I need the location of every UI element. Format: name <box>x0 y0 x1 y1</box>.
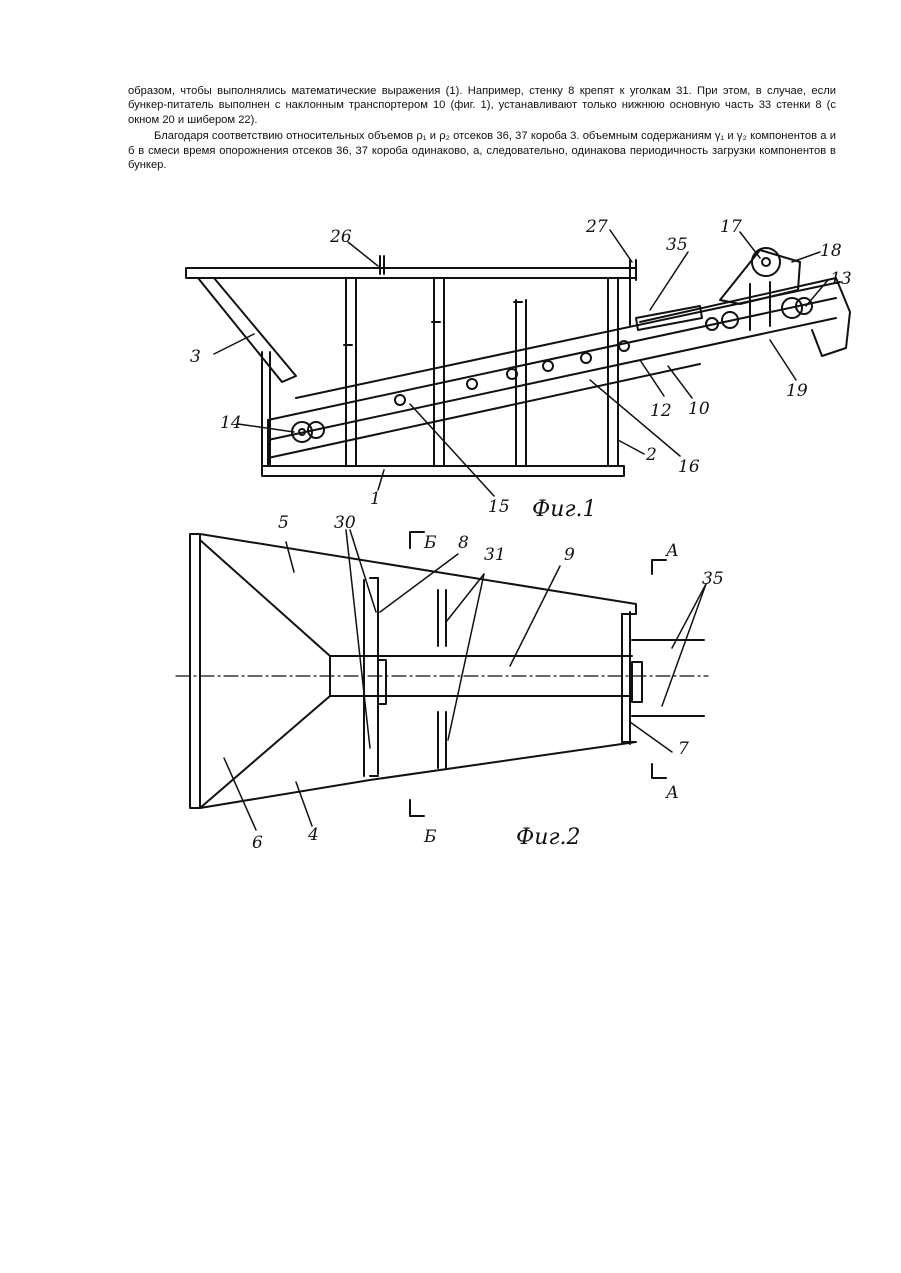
label-14: 14 <box>220 413 242 433</box>
body-text: образом, чтобы выполнялись математически… <box>128 84 836 172</box>
label-16: 16 <box>678 457 700 477</box>
label-17: 17 <box>720 217 742 237</box>
label-35: 35 <box>666 235 688 255</box>
figure-2-caption: Фиг.2 <box>516 825 581 850</box>
figure-1-caption: Фиг.1 <box>532 497 597 522</box>
fig1-conveyor-top <box>268 298 836 420</box>
figure-1-drawing <box>186 230 850 496</box>
label-8: 8 <box>458 533 469 553</box>
label-18: 18 <box>820 241 842 261</box>
label-10: 10 <box>688 399 710 419</box>
figure-2-drawing <box>176 530 708 830</box>
label-B-top: Б <box>423 533 437 553</box>
label-5: 5 <box>278 513 289 533</box>
fig1-top-frame <box>186 268 636 278</box>
label-7: 7 <box>678 739 689 759</box>
label-6: 6 <box>252 833 263 853</box>
label-27: 27 <box>585 217 608 237</box>
paragraph-1: образом, чтобы выполнялись математически… <box>128 84 836 127</box>
label-12: 12 <box>650 401 672 421</box>
label-3: 3 <box>190 347 201 367</box>
label-A-bottom: А <box>665 783 679 803</box>
fig1-base-frame <box>262 466 624 476</box>
label-2: 2 <box>645 445 657 465</box>
label-30: 30 <box>334 513 356 533</box>
label-A-top: А <box>665 541 679 561</box>
label-15: 15 <box>488 497 510 517</box>
fig2-hopper-outline <box>190 534 636 808</box>
label-4: 4 <box>307 825 319 845</box>
label-35: 35 <box>702 569 724 589</box>
label-B-bottom: Б <box>423 827 437 847</box>
label-1: 1 <box>370 489 381 509</box>
label-13: 13 <box>830 269 852 289</box>
figure-2-labels: 5 30 Б 8 31 9 А 35 7 А 6 4 Б Фиг.2 <box>252 513 724 853</box>
figure-1-labels: 26 27 35 17 18 13 3 14 12 10 19 2 16 1 1… <box>190 217 852 522</box>
label-31: 31 <box>484 545 506 565</box>
fig1-hopper-wall <box>198 278 296 382</box>
label-26: 26 <box>329 227 352 247</box>
paragraph-2: Благодаря соответствию относительных объ… <box>128 129 836 172</box>
label-19: 19 <box>786 381 808 401</box>
label-9: 9 <box>564 545 575 565</box>
